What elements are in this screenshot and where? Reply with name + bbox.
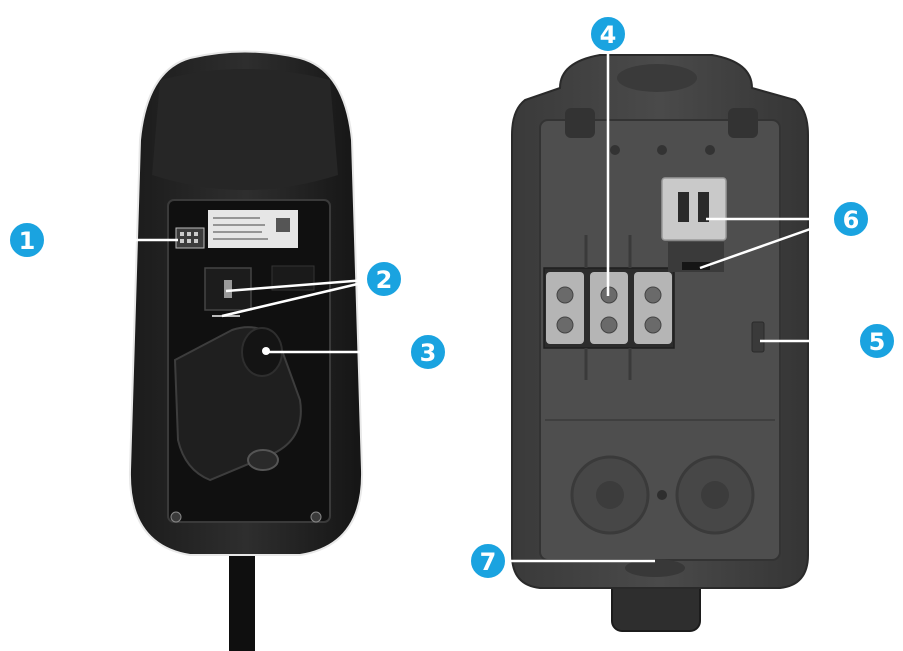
switch-slot-left: [678, 192, 689, 222]
callout-3-label: 3: [420, 339, 437, 367]
callout-4-label: 4: [600, 21, 617, 49]
callout-6-label: 6: [843, 206, 860, 234]
dip-switch-lever: [224, 280, 232, 298]
screw-icon: [310, 511, 322, 523]
callout-2-label: 2: [376, 266, 393, 294]
top-knockout: [617, 64, 697, 92]
callout-7-label: 7: [480, 548, 497, 576]
mounting-boss: [565, 108, 595, 138]
housing-top-cap: [152, 69, 338, 190]
charger-front-unit: [128, 50, 364, 651]
callout-5-label: 5: [869, 328, 886, 356]
callout-badges: 1 2 3 4 5 6 7: [8, 15, 896, 580]
callout-6: 6: [832, 200, 870, 238]
callout-1: 1: [8, 221, 46, 259]
leader-lines: [44, 50, 860, 563]
drain-outlet: [625, 559, 685, 577]
terminal-rails: [584, 235, 632, 380]
label-qr-code: [276, 218, 290, 232]
terminal-block-cells: [546, 272, 672, 344]
backbox-unit: [511, 54, 809, 632]
socket-latch: [247, 449, 279, 471]
screw-hole: [610, 145, 620, 155]
callout-2: 2: [365, 260, 403, 298]
leader-line-2b: [221, 280, 367, 318]
callout-5: 5: [858, 322, 896, 360]
label-text-lines: [213, 217, 268, 240]
side-clip: [751, 321, 765, 353]
knockout-left-center: [596, 481, 624, 509]
knockout-right-center: [701, 481, 729, 509]
leader-line-2a: [225, 278, 367, 293]
screw-hole: [657, 145, 667, 155]
screw-hole: [657, 490, 667, 500]
leader-line-6b: [699, 219, 834, 270]
callout-4: 4: [589, 15, 627, 53]
callout-7: 7: [469, 542, 507, 580]
terminal-connector-block: [175, 227, 205, 249]
callout-3: 3: [409, 333, 447, 371]
dip-switch-housing: [661, 177, 727, 241]
mounting-boss: [728, 108, 758, 138]
callout-1-label: 1: [19, 227, 36, 255]
screw-hole: [705, 145, 715, 155]
switch-lower-slot: [682, 262, 710, 270]
screw-icon: [170, 511, 182, 523]
switch-slot-right: [698, 192, 709, 222]
charging-cable: [229, 540, 255, 651]
connector-pins: [180, 232, 198, 243]
